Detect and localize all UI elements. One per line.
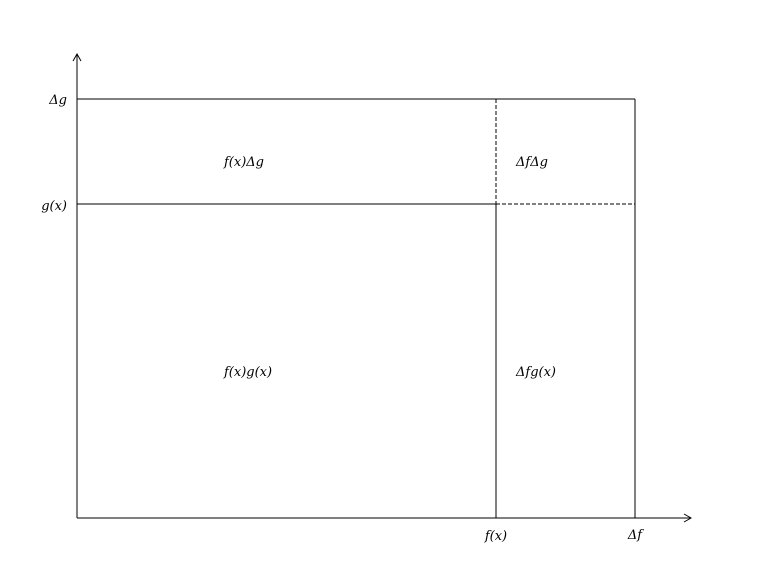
region-label-bottom-right: Δfg(x) [515, 365, 556, 380]
x-label-f-of-x: f(x) [484, 529, 507, 544]
x-label-delta-f: Δf [627, 528, 644, 543]
y-label-g-of-x: g(x) [41, 199, 67, 214]
y-axis-arrowhead [72, 52, 82, 62]
region-label-top-right: ΔfΔg [515, 155, 548, 170]
y-label-delta-g: Δg [48, 93, 67, 108]
x-axis-arrowhead [683, 513, 693, 523]
region-label-top-left: f(x)Δg [223, 155, 264, 170]
region-label-bottom-left: f(x)g(x) [223, 365, 272, 380]
